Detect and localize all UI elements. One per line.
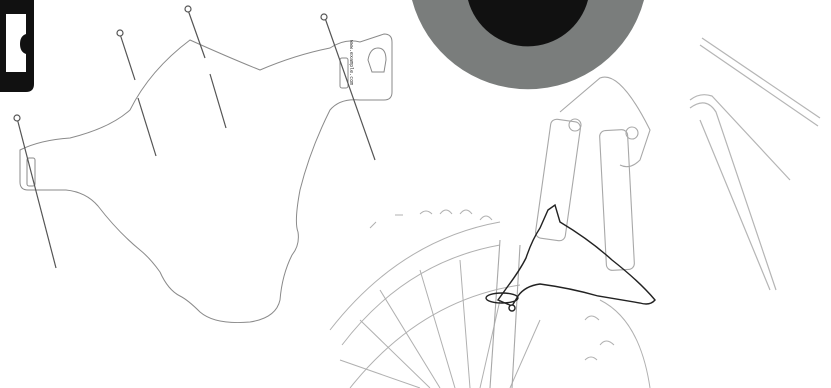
svg-text:www.example.com: www.example.com xyxy=(348,40,354,85)
frame-tube-icon xyxy=(690,38,820,290)
tire-top-icon xyxy=(412,0,644,89)
corner-badge-icon xyxy=(0,0,34,92)
wheel-icon xyxy=(330,210,650,388)
mudguard-icon xyxy=(20,34,392,323)
mounted-mudguard-icon xyxy=(486,205,655,311)
fork-icon xyxy=(490,77,650,388)
zip-tie-icon xyxy=(14,6,375,268)
mudguard-imprint: www.example.com xyxy=(348,40,354,85)
